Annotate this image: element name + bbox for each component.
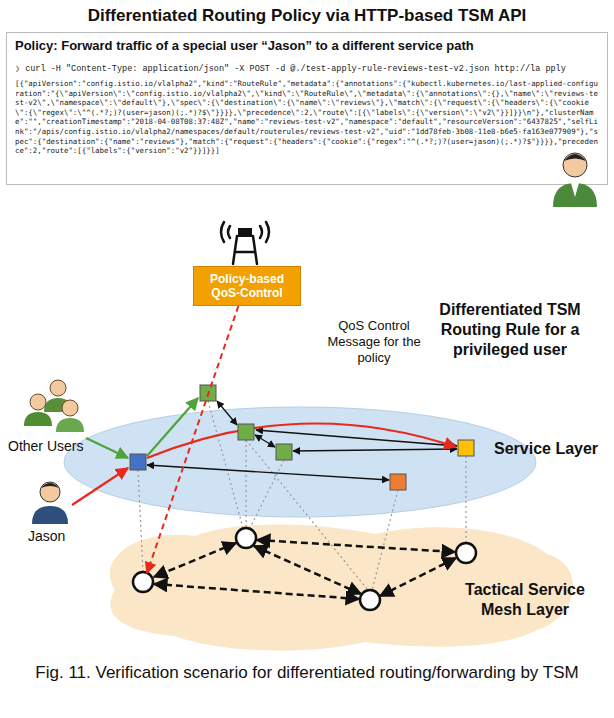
drawing-part bbox=[571, 183, 579, 197]
node-text: ❯ bbox=[15, 64, 20, 74]
drawing-part bbox=[221, 222, 269, 242]
drawing-part bbox=[133, 572, 153, 592]
drawing-part bbox=[563, 153, 587, 177]
text-label: Differentiated TSM Routing Rule for a pr… bbox=[410, 300, 610, 360]
drawing-part bbox=[233, 236, 257, 264]
control-box: Policy-based QoS-Control bbox=[193, 266, 301, 306]
figure-caption: Fig. 11. Verification scenario for diffe… bbox=[30, 662, 584, 683]
drawing-part bbox=[40, 482, 60, 502]
drawing-part bbox=[236, 528, 256, 548]
terminal-box: Policy: Forward traffic of a special use… bbox=[6, 32, 608, 185]
drawing-part bbox=[276, 444, 292, 460]
text-label: Jason bbox=[28, 528, 65, 544]
drawing-part bbox=[238, 228, 252, 237]
drawing-part bbox=[62, 400, 78, 416]
node-text: Service Layer bbox=[494, 440, 598, 458]
drawing-part bbox=[458, 440, 474, 456]
drawing-part bbox=[24, 394, 52, 426]
drawing-part bbox=[32, 506, 68, 524]
other-users-icon bbox=[24, 380, 84, 432]
drawing-part bbox=[41, 483, 59, 488]
ellipse-fill bbox=[64, 407, 536, 517]
drawing-part bbox=[553, 183, 597, 207]
node-text: [{"apiVersion":"config.istio.io/vlalpha2… bbox=[15, 79, 599, 156]
drawing-part bbox=[50, 380, 66, 396]
drawing-part bbox=[56, 418, 84, 432]
drawing-part bbox=[360, 590, 380, 610]
drawing-part bbox=[24, 412, 52, 426]
text-label: Other Users bbox=[8, 438, 83, 454]
drawing-part bbox=[238, 424, 254, 440]
control-tower-icon bbox=[221, 222, 269, 264]
node-text: Policy-based QoS-Control bbox=[197, 272, 297, 300]
mesh-layer-cloud: Tactical Service Mesh Layer bbox=[95, 520, 608, 655]
drawing-part bbox=[56, 400, 84, 432]
jason-icon bbox=[32, 482, 68, 524]
node-text: Tactical Service Mesh Layer bbox=[447, 580, 603, 620]
drawing-part bbox=[130, 454, 146, 470]
node-text: Policy: Forward traffic of a special use… bbox=[15, 38, 599, 53]
drawing-part bbox=[30, 394, 46, 410]
title: Differentiated Routing Policy via HTTP-b… bbox=[0, 6, 614, 26]
text-label: QoS Control Message for the policy bbox=[318, 318, 430, 366]
drawing-part bbox=[456, 543, 476, 563]
node-text: curl -H "Content-Type: application/json"… bbox=[25, 64, 566, 74]
drawing-part bbox=[390, 474, 406, 490]
